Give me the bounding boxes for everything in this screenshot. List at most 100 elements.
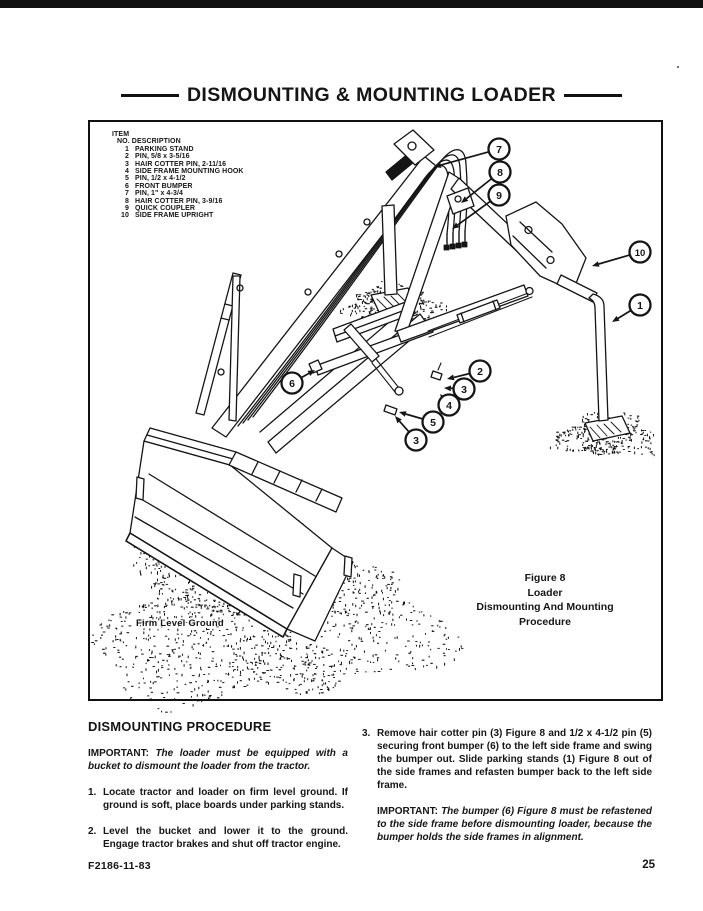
callout-number: 6 [289,378,295,390]
link-end-pin [525,286,534,296]
parts-list-subheader: NO. DESCRIPTION [117,138,181,146]
cylinder-rod [371,358,400,393]
bucket-mount-strip [228,451,343,513]
figure-callout-9: 9 [452,183,511,229]
document-code: F2186-11-83 [88,860,151,872]
figure-callout-8: 8 [461,160,512,203]
callout-number: 9 [496,190,502,202]
procedure-heading: DISMOUNTING PROCEDURE [88,719,272,734]
callout-circle [452,377,476,401]
callout-number: 5 [430,417,436,429]
right-parking-stand [588,293,609,422]
pin-front-bumper [430,370,443,381]
callout-arrowhead [399,411,407,417]
callout-circle [628,293,652,317]
title-rule-right [564,94,623,97]
callout-number: 3 [413,435,419,447]
left-stand-post [228,275,241,422]
pivot-bolts [217,284,244,376]
link-cylinder [456,299,501,324]
callout-number: 1 [637,300,643,312]
callout-leader [465,177,493,200]
callout-number: 8 [497,167,503,179]
figure-caption-line: Figure 8 [524,572,566,584]
callout-arrowhead [395,416,402,424]
procedure-step: 2.Level the bucket and lower it to the g… [88,826,348,850]
figure-callout-1: 1 [612,293,652,322]
callout-circle [628,240,652,264]
ground-label: Firm Level Ground [136,618,224,629]
figure-callout-6: 6 [280,370,315,395]
callout-number: 10 [635,248,646,259]
important-note-intro: IMPORTANT: The loader must be equipped w… [88,747,348,773]
bucket-cutting-edge [125,532,288,638]
step-number: 3. [362,728,371,739]
callout-circle [468,359,492,383]
figure-caption-line: Procedure [519,615,571,628]
callout-circle [421,410,445,434]
callout-leader [598,254,631,265]
important-text: The bumper (6) Figure 8 must be refasten… [377,806,653,843]
callout-leader [300,372,310,379]
bucket-mount-rungs [251,461,323,502]
callout-leader [398,420,410,433]
callout-circle [280,371,304,395]
callout-leader [617,309,632,320]
scan-artifact-dot [677,66,679,68]
important-text: The loader must be equipped with a bucke… [88,748,348,772]
page-title-row: DISMOUNTING & MOUNTING LOADER [88,84,655,107]
callout-circle [488,160,512,184]
side-frame-holes [524,225,555,265]
hose-fittings [443,241,468,251]
callout-arrowhead [612,315,620,322]
rod-clevis [394,386,404,396]
scan-top-bar [0,0,703,8]
important-label: IMPORTANT: [377,806,438,817]
base-plate-hatch [589,421,622,439]
callout-arrowhead [461,196,469,203]
front-bumper-cap [308,359,323,374]
title-rule-left [120,94,179,97]
right-stand-base-plate [584,415,631,442]
page-title: DISMOUNTING & MOUNTING LOADER [186,84,557,106]
figure-callout-5: 5 [399,410,445,434]
callout-circle [487,183,511,207]
pin-lower [383,404,398,416]
page-number: 25 [642,859,655,871]
figure-caption-line: Dismounting And Mounting [476,601,614,613]
boom-apex-plate [393,129,435,166]
callout-number: 4 [446,400,452,412]
callout-circle [487,137,511,161]
bucket-tabs [135,476,353,598]
figure-caption-line: Loader [527,586,563,599]
callout-number: 3 [461,384,467,396]
callout-leader [457,200,491,226]
bucket-slats [134,473,316,609]
hose-clamp-bolts [304,218,371,296]
figure-callout-3: 3 [444,377,476,401]
figure-callout-4: 4 [437,393,461,417]
center-parking-stand [381,204,398,296]
important-note-bumper: IMPORTANT: The bumper (6) Figure 8 must … [377,805,652,844]
figure-callout-3: 3 [395,416,428,452]
callout-circle [437,393,461,417]
callout-circle [404,428,428,452]
callout-arrowhead [447,374,455,381]
callout-number: 7 [496,144,502,156]
procedure-step-3: 3. Remove hair cotter pin (3) Figure 8 a… [362,727,652,792]
callout-arrowhead [592,261,600,267]
important-label: IMPORTANT: [88,748,149,759]
left-cylinder [195,272,242,416]
figure-callout-10: 10 [592,240,652,267]
bucket-cylinder [343,323,380,363]
